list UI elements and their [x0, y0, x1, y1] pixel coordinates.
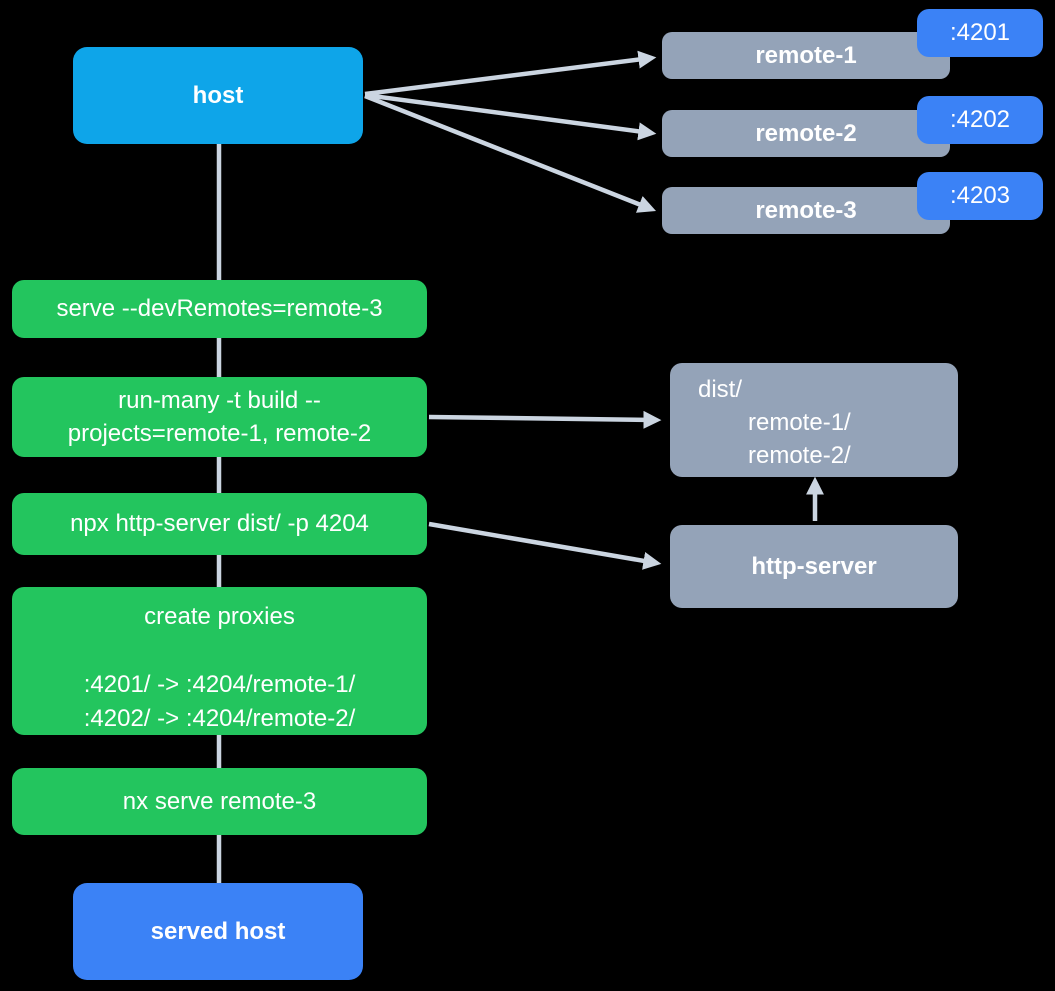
run-many-line-1: run-many -t build -- [118, 387, 321, 414]
port-4203-label: :4203 [949, 182, 1011, 210]
arrow-host-to-remote-1 [364, 50, 657, 97]
port-badge-4203: :4203 [917, 172, 1043, 220]
proxy-mapping-1: :4201/ -> :4204/remote-1/ [83, 671, 356, 699]
served-host-node: served host [73, 883, 363, 980]
http-server-label: http-server [751, 552, 877, 580]
http-server-command-node: npx http-server dist/ -p 4204 [12, 493, 427, 555]
port-4202-label: :4202 [949, 106, 1011, 134]
remote-3-label: remote-3 [755, 196, 857, 224]
remote-2-node: remote-2 [662, 110, 950, 157]
dist-folder-line: dist/ [698, 376, 743, 403]
arrow-host-to-remote-3 [364, 93, 657, 213]
http-server-command-label: npx http-server dist/ -p 4204 [70, 510, 369, 538]
http-server-node: http-server [670, 525, 958, 608]
arrow-host-to-remote-2 [364, 92, 657, 141]
dist-remote-1-line: remote-1/ [748, 409, 851, 436]
nx-serve-command-label: nx serve remote-3 [122, 787, 317, 815]
create-proxies-node: create proxies :4201/ -> :4204/remote-1/… [12, 587, 427, 735]
host-label: host [192, 81, 244, 109]
proxy-mapping-2: :4202/ -> :4204/remote-2/ [83, 705, 356, 733]
arrow-npx-to-httpserver [428, 521, 662, 570]
dist-remote-2-line: remote-2/ [748, 442, 851, 469]
remote-1-node: remote-1 [662, 32, 950, 79]
served-host-label: served host [150, 917, 286, 945]
run-many-line-2: projects=remote-1, remote-2 [67, 420, 372, 447]
run-many-command-node: run-many -t build -- projects=remote-1, … [12, 377, 427, 457]
create-proxies-title: create proxies [144, 603, 295, 630]
serve-command-node: serve --devRemotes=remote-3 [12, 280, 427, 338]
port-4201-label: :4201 [949, 19, 1011, 47]
dist-folder-node: dist/ remote-1/ remote-2/ [670, 363, 958, 477]
host-node: host [73, 47, 363, 144]
nx-serve-command-node: nx serve remote-3 [12, 768, 427, 835]
remote-1-label: remote-1 [755, 41, 857, 69]
port-badge-4201: :4201 [917, 9, 1043, 57]
remote-3-node: remote-3 [662, 187, 950, 234]
port-badge-4202: :4202 [917, 96, 1043, 144]
serve-command-label: serve --devRemotes=remote-3 [56, 295, 383, 323]
remote-2-label: remote-2 [755, 119, 857, 147]
arrow-runmany-to-dist [428, 410, 662, 429]
